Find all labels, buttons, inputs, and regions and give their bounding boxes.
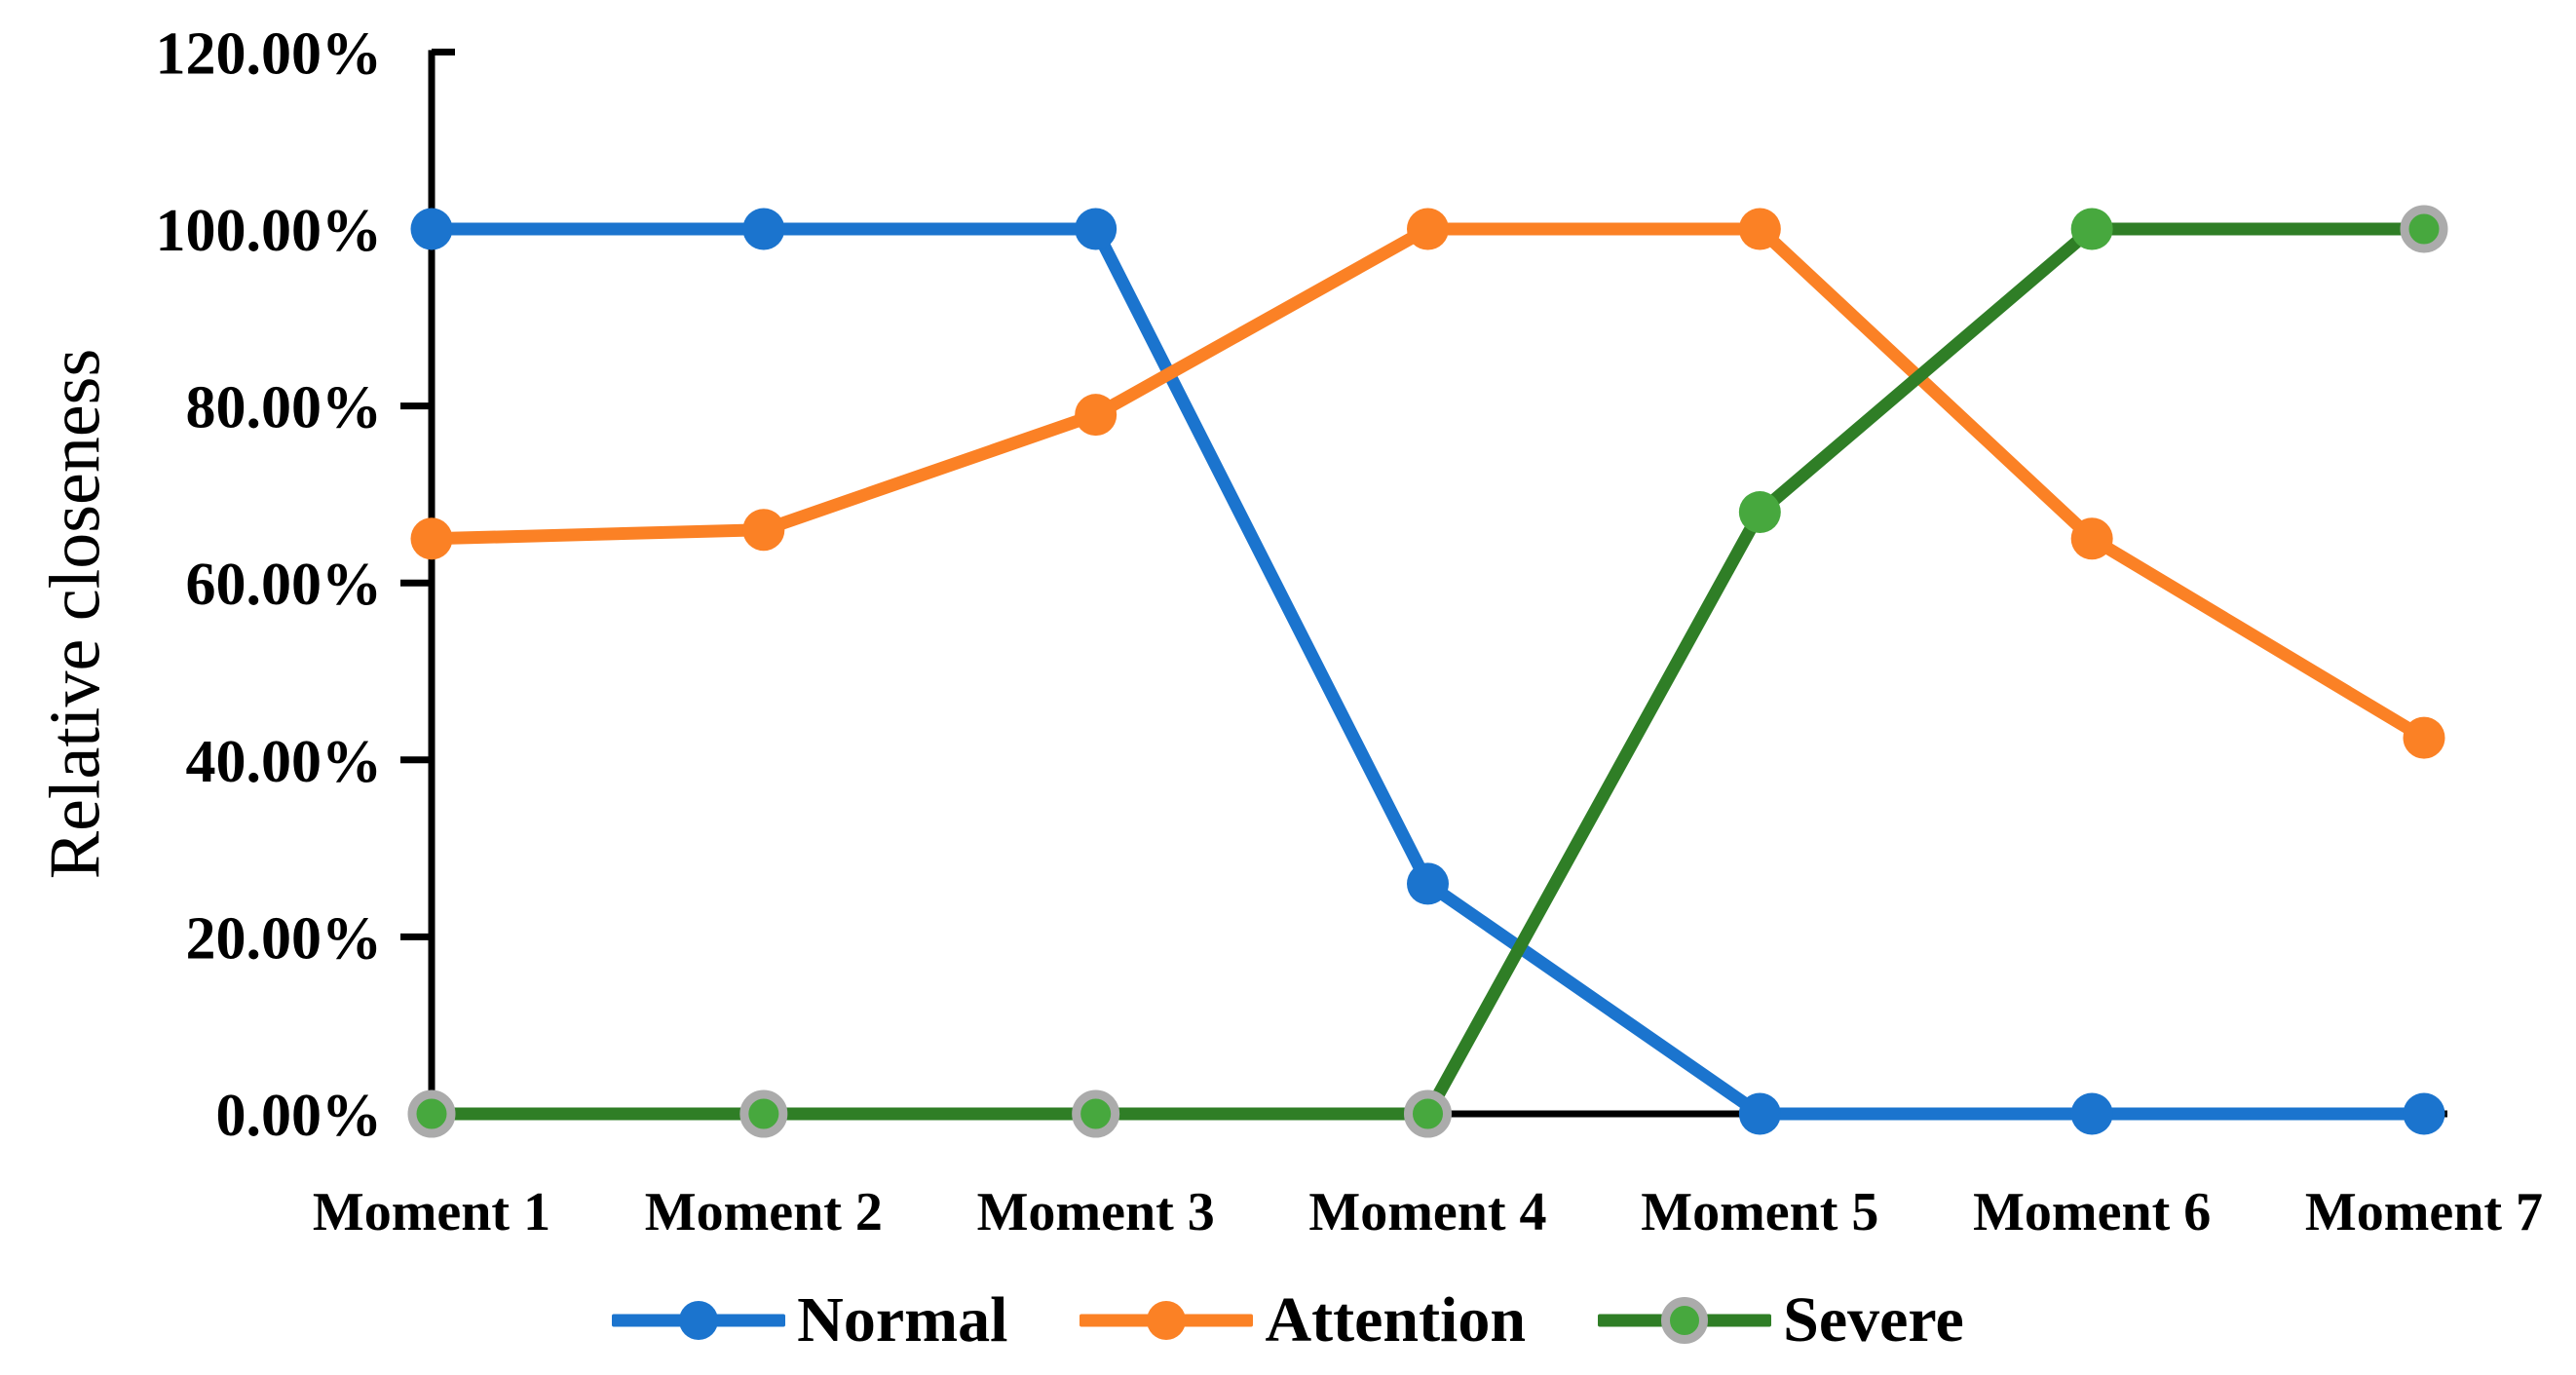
legend-label-severe: Severe xyxy=(1783,1284,1964,1356)
x-category-label: Moment 6 xyxy=(1973,1182,2211,1242)
x-category-label: Moment 7 xyxy=(2305,1182,2543,1242)
legend-swatch-severe xyxy=(1598,1295,1772,1346)
legend-item-severe: Severe xyxy=(1598,1288,1964,1353)
marker-normal-4 xyxy=(1406,862,1449,905)
x-category-label: Moment 2 xyxy=(645,1182,883,1242)
marker-attention-4 xyxy=(1406,208,1449,250)
series-line-normal xyxy=(432,222,2424,1121)
y-tick-label: 80.00% xyxy=(186,375,383,441)
legend-label-normal: Normal xyxy=(797,1284,1008,1356)
x-category-label: Moment 5 xyxy=(1641,1182,1878,1242)
legend-item-attention: Attention xyxy=(1080,1288,1526,1353)
marker-attention-2 xyxy=(742,509,785,552)
legend-swatch-normal xyxy=(612,1295,786,1346)
marker-attention-3 xyxy=(1075,394,1118,437)
marker-normal-6 xyxy=(2070,1092,2113,1135)
marker-severe-4 xyxy=(1403,1089,1452,1138)
legend-marker-icon xyxy=(679,1301,719,1340)
legend-label-attention: Attention xyxy=(1265,1284,1527,1356)
y-axis-title: Relative closeness xyxy=(35,348,116,880)
y-tick-label: 120.00% xyxy=(156,20,383,87)
y-tick-label: 40.00% xyxy=(186,729,383,795)
legend-marker-icon xyxy=(1147,1301,1187,1340)
y-tick-label: 100.00% xyxy=(156,198,383,264)
legend-marker-icon xyxy=(1661,1297,1709,1344)
marker-normal-2 xyxy=(742,208,785,250)
x-category-label: Moment 1 xyxy=(313,1182,550,1242)
marker-severe-2 xyxy=(739,1089,788,1138)
marker-severe-6 xyxy=(2070,208,2113,250)
legend: Normal Attention Severe xyxy=(0,1262,2576,1375)
marker-normal-5 xyxy=(1738,1092,1781,1135)
legend-item-normal: Normal xyxy=(612,1288,1007,1353)
marker-normal-3 xyxy=(1075,208,1118,250)
y-tick-label: 0.00% xyxy=(216,1083,383,1149)
x-category-label: Moment 3 xyxy=(977,1182,1215,1242)
marker-attention-6 xyxy=(2070,517,2113,560)
marker-attention-5 xyxy=(1738,208,1781,250)
marker-severe-5 xyxy=(1738,491,1781,534)
marker-attention-1 xyxy=(410,517,453,560)
series-line-attention xyxy=(431,222,2428,744)
y-tick-label: 60.00% xyxy=(186,552,383,618)
y-tick-label: 20.00% xyxy=(186,905,383,972)
series-line-severe xyxy=(432,222,2424,1121)
marker-severe-3 xyxy=(1072,1089,1120,1138)
x-category-label: Moment 4 xyxy=(1308,1182,1546,1242)
marker-attention-7 xyxy=(2403,716,2445,759)
marker-normal-7 xyxy=(2403,1092,2445,1135)
legend-swatch-attention xyxy=(1080,1295,1254,1346)
marker-normal-1 xyxy=(410,208,453,250)
marker-severe-1 xyxy=(407,1089,456,1138)
marker-severe-7 xyxy=(2400,205,2448,253)
